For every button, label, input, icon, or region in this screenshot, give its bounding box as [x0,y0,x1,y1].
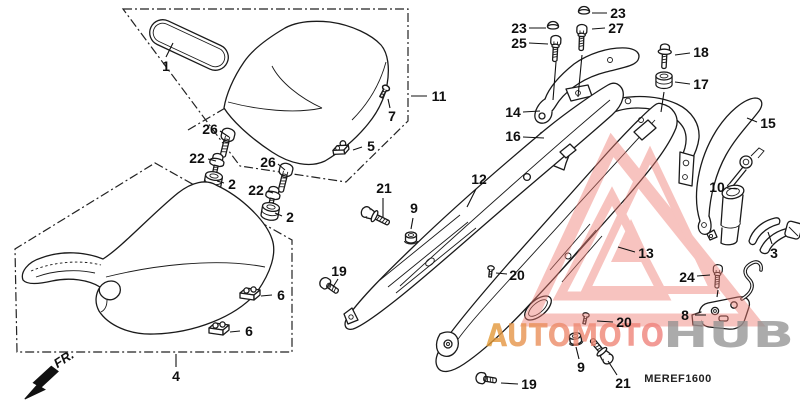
callout-labels: 1117526222262224662325232718171416151012… [162,5,778,392]
callout-label-27: 20 [509,267,525,283]
callout-label-0: 1 [162,58,170,74]
part-code: MEREF1600 [644,373,711,385]
callout-label-12: 6 [245,323,253,339]
callout-label-4: 26 [202,121,218,137]
callout-label-31: 8 [681,307,689,323]
callout-label-1: 11 [432,88,447,104]
callout-label-13: 23 [511,20,527,36]
side-cowl-left-part [343,82,624,330]
callout-label-8: 22 [248,182,264,198]
callout-label-5: 22 [189,150,205,166]
seat-latch-part [691,260,763,330]
callout-label-33: 9 [577,359,585,375]
capnut-23a-part [546,20,560,30]
callout-label-24: 21 [376,180,392,196]
callout-label-20: 16 [505,128,521,144]
callout-label-35: 19 [521,376,537,392]
watermark-triangle-center [611,219,651,262]
leader-lines [165,12,773,385]
callout-label-17: 18 [693,44,709,60]
callout-label-32: 20 [616,314,632,330]
grab-rail-right-part [678,97,763,235]
seat-lock-hook-part [748,217,800,255]
watermark-triangle-offset [579,145,721,294]
callout-label-9: 2 [286,209,294,225]
watermark-text: AUTOMOTO HUB [486,315,794,356]
front-seat-part [21,181,275,335]
fr-direction-indicator: FR. [24,347,77,400]
bolt-27-part [575,23,588,52]
rear-cowl-center-part [435,102,678,373]
callout-label-26: 19 [331,263,347,279]
seal-ring-part [149,19,229,71]
callout-label-2: 7 [388,108,396,124]
callout-label-25: 9 [410,200,418,216]
grommet-17-part [655,71,673,90]
clip-6b-part [208,321,230,336]
grommet-2b-part [259,200,281,223]
callout-label-14: 25 [511,35,527,51]
callout-label-6: 2 [228,176,236,192]
callout-label-22: 10 [709,179,725,195]
watermark-text-primary: AUTOMOTO [486,318,664,354]
watermark-logo [519,132,766,327]
callout-label-21: 15 [760,115,776,131]
callout-label-15: 23 [610,5,626,21]
grab-handle-part [534,47,640,124]
bolt-18-part [656,43,673,70]
bolt-25-part [549,34,562,63]
watermark-triangle-outer [519,132,766,327]
bolt-21a-part [358,203,393,230]
callout-label-11: 6 [277,287,285,303]
nut-9a-part [403,231,419,245]
callout-label-18: 17 [693,76,709,92]
watermark-triangle-mid [552,186,672,301]
screw-20a-part [486,264,496,278]
callout-label-29: 24 [679,269,695,285]
watermark-text-secondary: HUB [663,315,794,356]
rear-seat-part [223,20,389,166]
capnut-23b-part [577,5,591,15]
screw-19b-part [474,371,498,387]
callout-label-16: 27 [608,20,624,36]
callout-label-28: 13 [638,245,654,261]
callout-label-19: 14 [505,104,521,120]
callout-label-10: 4 [172,368,180,384]
fr-label: FR. [51,347,77,371]
callout-label-7: 26 [260,154,276,170]
callout-label-3: 5 [367,138,375,154]
callout-label-30: 3 [770,245,778,261]
callout-label-34: 21 [615,375,631,391]
callout-label-23: 12 [471,171,487,187]
fr-arrow-icon [24,365,59,400]
